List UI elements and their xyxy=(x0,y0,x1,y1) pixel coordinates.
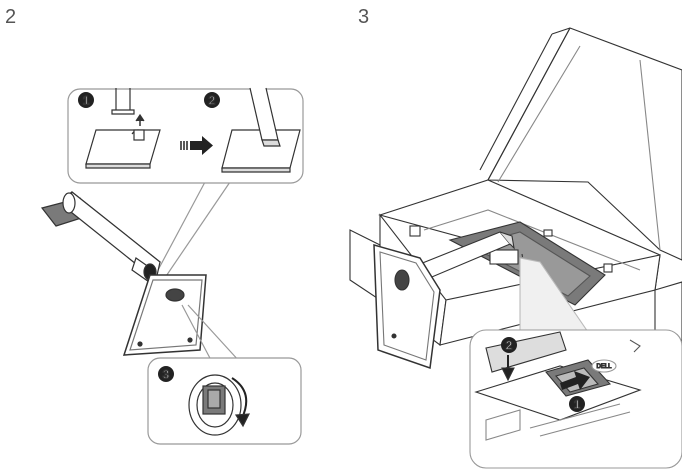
leader-line xyxy=(187,304,241,363)
callout-badge-1-step3: 1 xyxy=(569,396,585,412)
svg-text:3: 3 xyxy=(163,368,170,382)
step-number-3: 3 xyxy=(358,6,370,28)
step-number-2: 2 xyxy=(5,6,17,28)
detail-base-with-post xyxy=(85,88,161,169)
leader-line xyxy=(157,181,231,289)
callout-badge-2-step3: 2 xyxy=(501,337,517,353)
svg-text:2: 2 xyxy=(506,339,513,353)
svg-text:1: 1 xyxy=(83,94,90,108)
stand-arm xyxy=(40,191,161,285)
detail-base-assembled xyxy=(221,87,301,173)
svg-text:2: 2 xyxy=(209,94,216,108)
leader-line xyxy=(181,304,213,363)
callout-badge-3: 3 xyxy=(158,366,174,382)
right-arrow-icon xyxy=(180,136,213,155)
detail-screw-rotate xyxy=(188,374,251,436)
stand-base-step3 xyxy=(373,243,441,370)
stand-base xyxy=(122,274,207,356)
step2-illustration: 1 2 3 xyxy=(40,87,304,445)
dell-logo: DELL xyxy=(596,364,612,370)
detail-bracket-insert: DELL xyxy=(474,331,642,441)
step3-illustration: DELL 2 1 xyxy=(349,27,682,469)
svg-text:1: 1 xyxy=(574,398,581,412)
callout-badge-2: 2 xyxy=(204,92,220,108)
callout-badge-1: 1 xyxy=(78,92,94,108)
